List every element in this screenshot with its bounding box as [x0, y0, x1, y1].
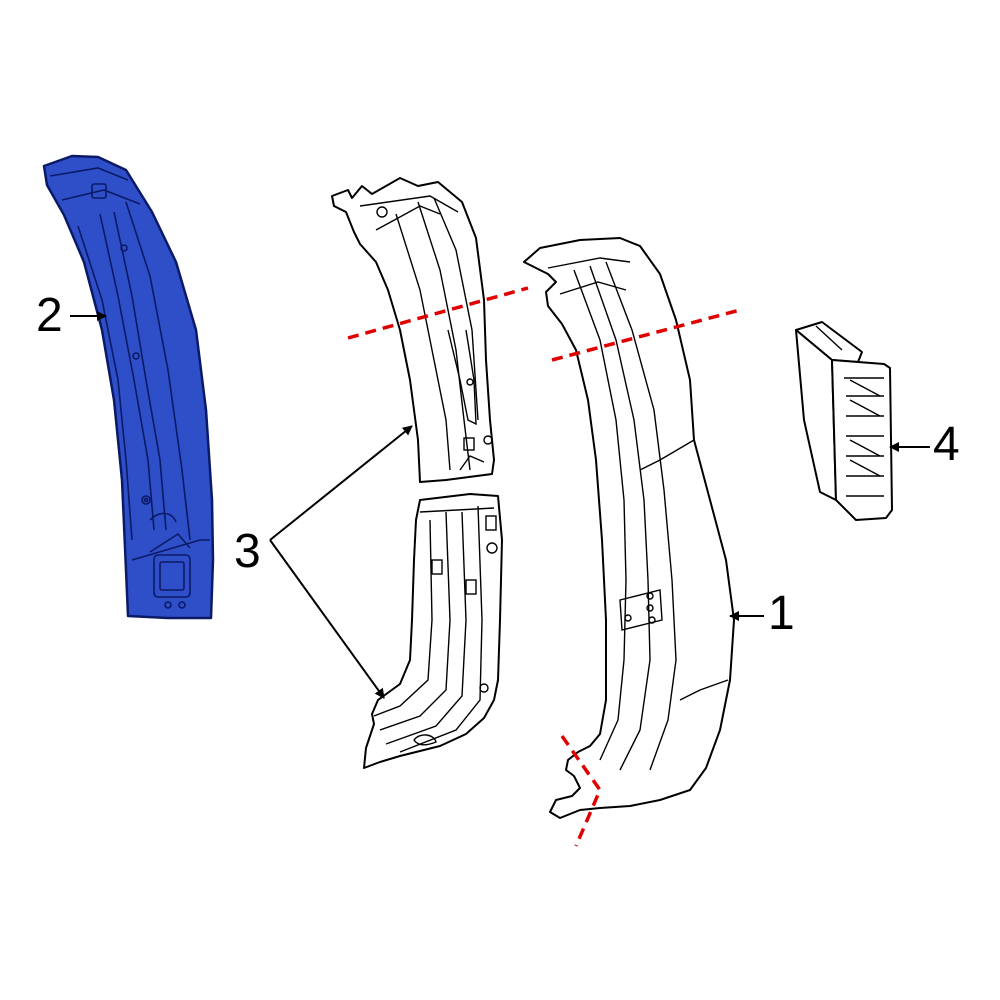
part-2-pillar-reinforcement[interactable] — [42, 154, 215, 620]
callout-label-2: 2 — [36, 289, 63, 342]
part-2-body — [42, 154, 215, 620]
part-1-outer-panel[interactable] — [523, 237, 735, 819]
part-3-upper-section[interactable] — [331, 177, 495, 483]
callout-label-1: 1 — [768, 587, 795, 640]
leader-3-upper — [269, 425, 413, 541]
cut-lines — [347, 286, 741, 847]
part-4-clip[interactable] — [795, 321, 893, 521]
part-2-details — [49, 167, 210, 609]
leader-3-lower — [269, 539, 385, 699]
part-3-lower-section[interactable] — [363, 493, 503, 769]
leader-lines — [70, 311, 930, 699]
callout-label-3: 3 — [234, 525, 261, 578]
cut-line-part-1-upper — [551, 308, 741, 362]
cut-line-part-3 — [347, 286, 529, 340]
cut-line-part-1-lower — [560, 734, 602, 847]
callout-label-4: 4 — [933, 418, 960, 471]
